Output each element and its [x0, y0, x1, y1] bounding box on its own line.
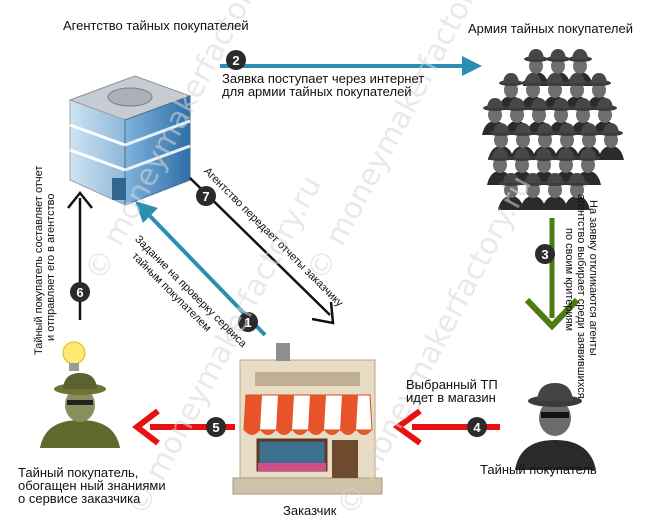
client-label: Заказчик — [283, 503, 337, 518]
svg-text:3: 3 — [541, 247, 548, 262]
step-4-text-line-1: Выбранный ТП — [406, 377, 498, 392]
step-2-text-line-2: для армии тайных покупателей — [222, 84, 412, 99]
step-badge-1: 1 — [238, 312, 258, 332]
store-icon — [232, 343, 383, 495]
shopper-label: Тайный покупатель — [480, 462, 597, 477]
step-4-text-line-2: идет в магазин — [406, 390, 496, 405]
step-badge-6: 6 — [70, 282, 90, 302]
spy-shopper-icon — [40, 373, 120, 448]
svg-text:2: 2 — [232, 53, 239, 68]
enriched-label-line-1: Тайный покупатель, — [18, 465, 139, 480]
enriched-label-line-2: обогащен ный знаниями — [18, 478, 166, 493]
step-badge-5: 5 — [206, 417, 226, 437]
step-3-text-line-2: агентство выбирает среди заявившихся — [575, 194, 587, 399]
step-badge-4: 4 — [467, 417, 487, 437]
step-3-text-line-1: На заявку откликаются агенты — [587, 200, 599, 356]
step-badge-3: 3 — [535, 244, 555, 264]
arrow-step-2 — [220, 56, 482, 76]
step-6-text-line-1: Тайный покупатель составляет отчет — [33, 165, 45, 355]
light-bulb-icon — [62, 341, 86, 371]
svg-text:4: 4 — [473, 420, 481, 435]
spy-agent-icon — [515, 383, 596, 470]
army-label: Армия тайных покупателей — [468, 21, 633, 36]
step-3-text-line-3: по своим критериям — [563, 228, 575, 332]
svg-text:6: 6 — [76, 285, 83, 300]
svg-text:1: 1 — [244, 315, 251, 330]
agency-label: Агентство тайных покупателей — [63, 18, 249, 33]
svg-text:7: 7 — [202, 189, 209, 204]
step-2-text-line-1: Заявка поступает через интернет — [222, 71, 425, 86]
svg-text:5: 5 — [212, 420, 219, 435]
spy-crowd-icon — [482, 49, 624, 210]
step-badge-7: 7 — [196, 186, 216, 206]
arrow-step-3 — [524, 218, 580, 331]
step-6-text-line-2: и отправляет его в агентство — [45, 193, 57, 341]
enriched-label-line-3: о сервисе заказчика — [18, 491, 141, 506]
step-badge-2: 2 — [226, 50, 246, 70]
office-building-icon — [68, 75, 192, 206]
